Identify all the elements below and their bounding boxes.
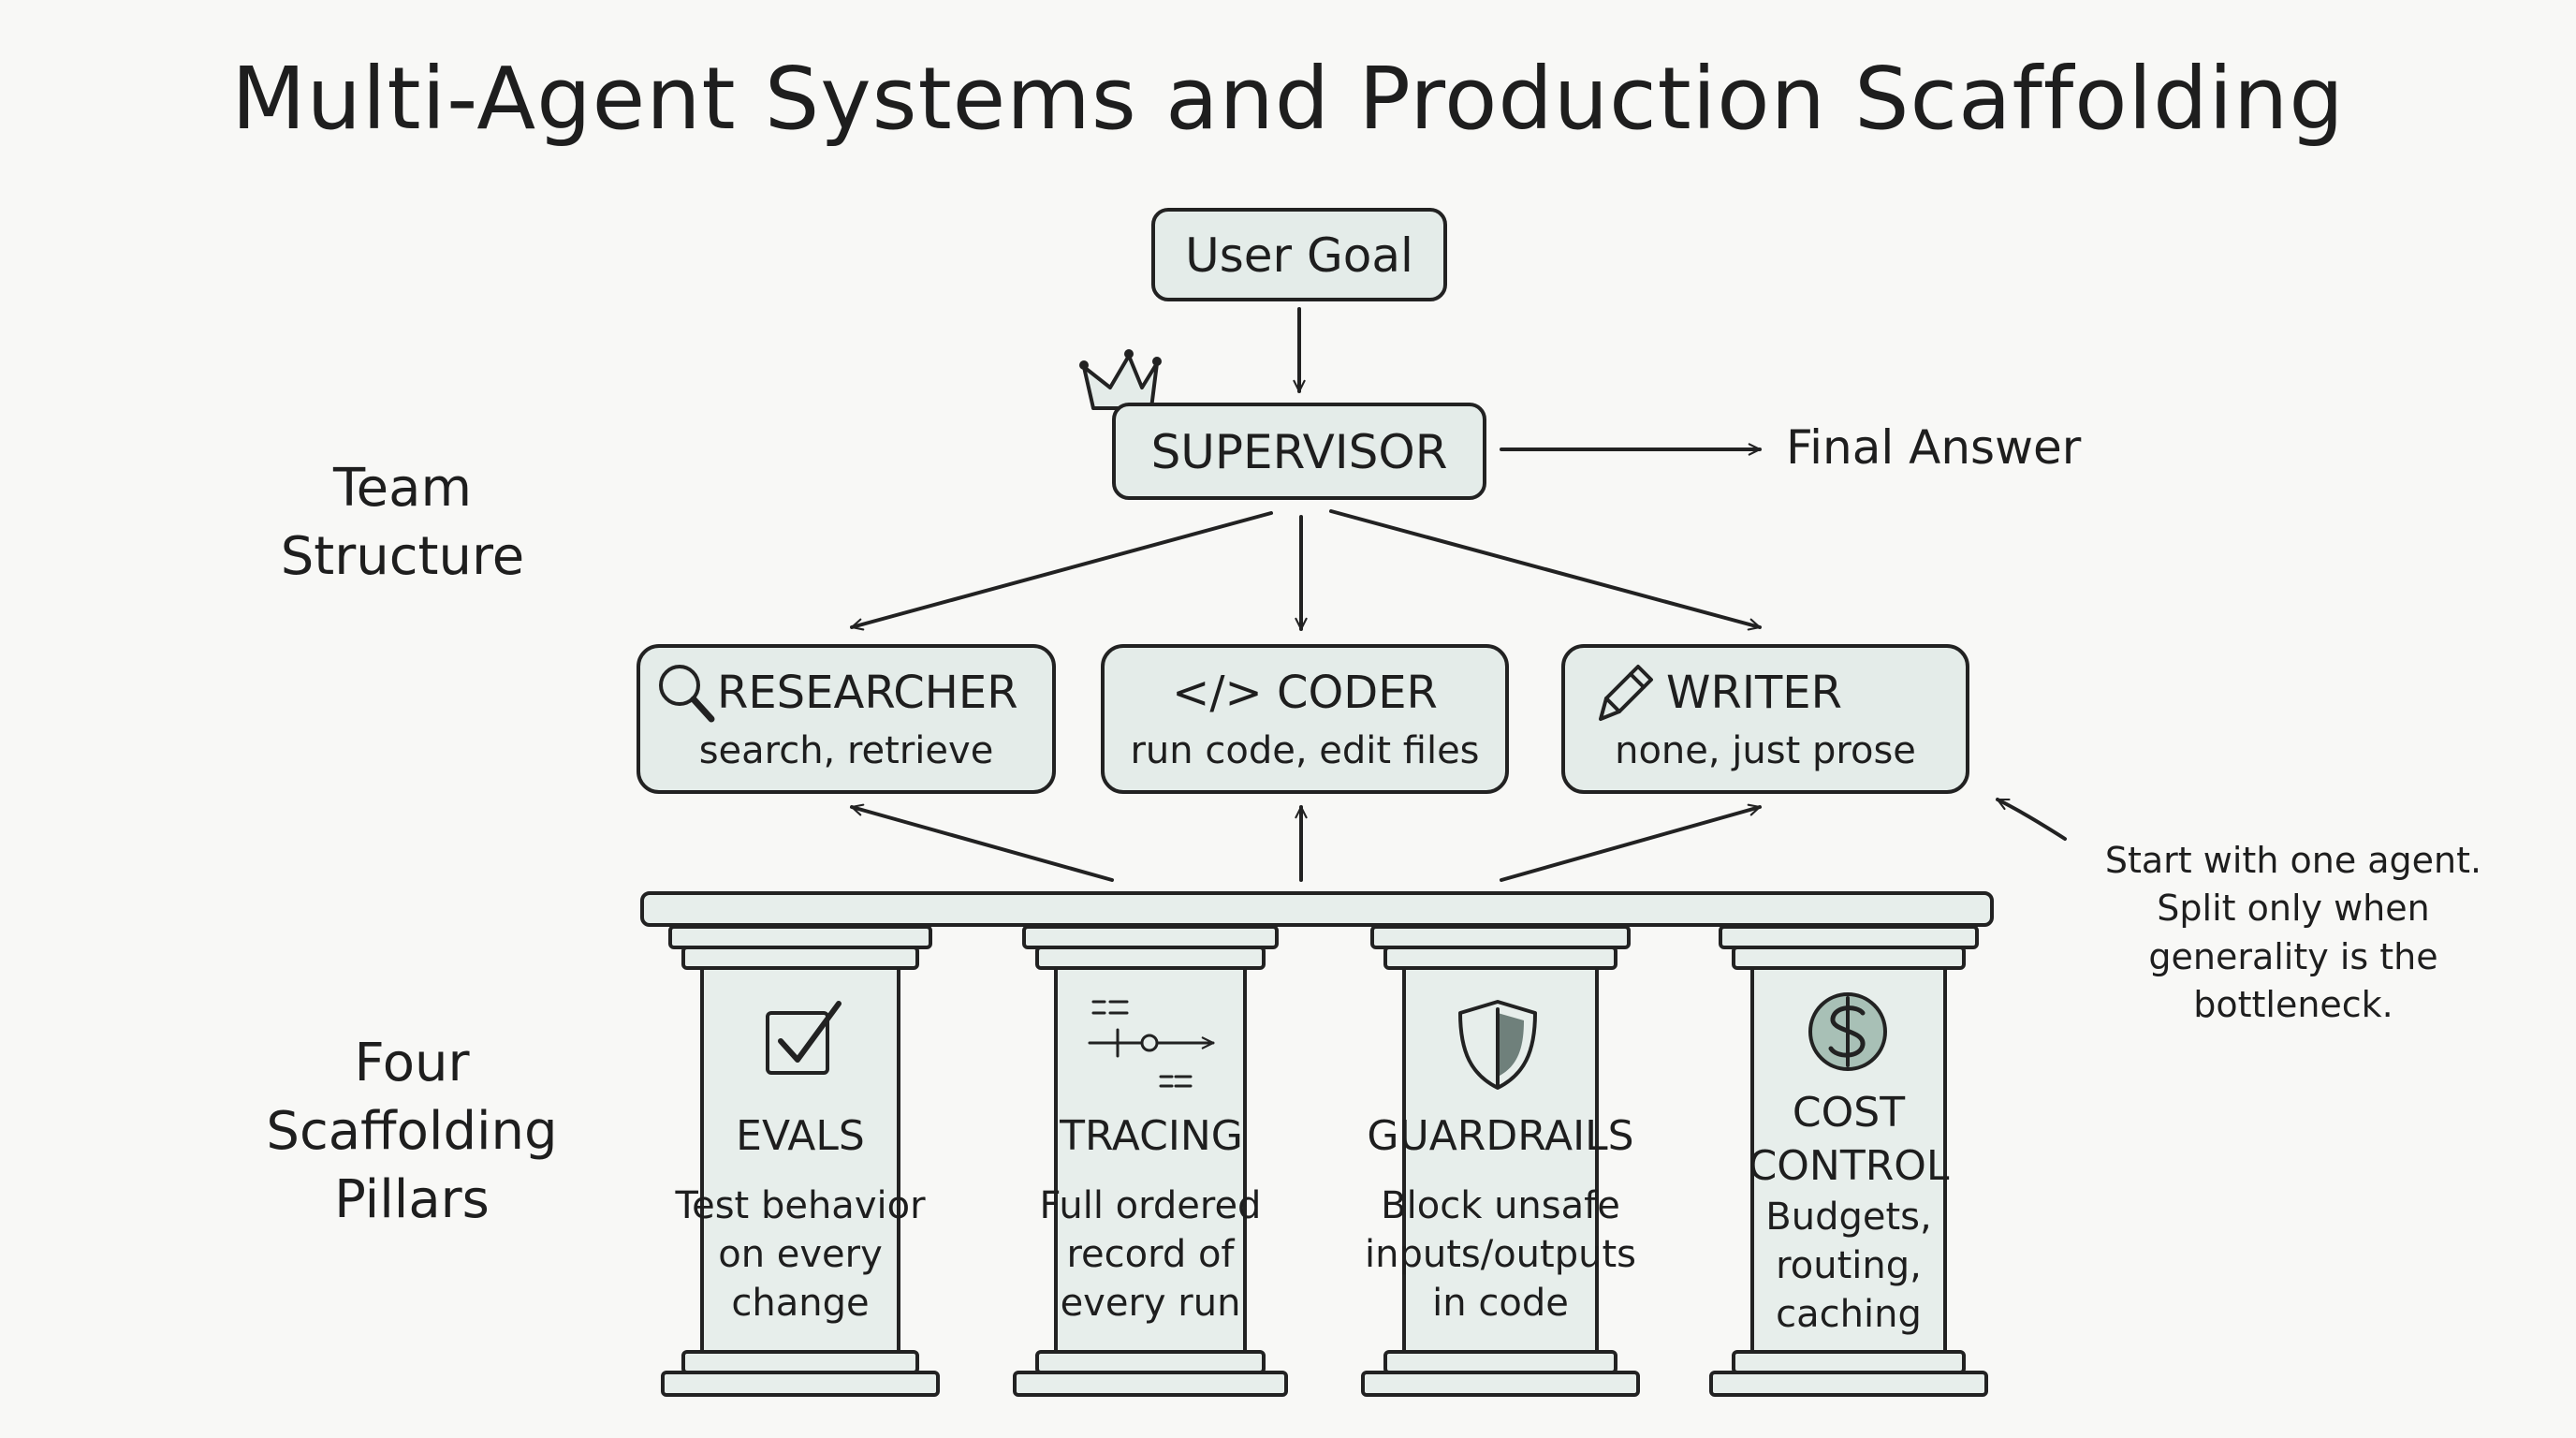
pillars-platform (640, 891, 1994, 927)
arrow-supervisor-to-researcher (850, 511, 1273, 631)
evals-description: Test behavior on every change (646, 1181, 955, 1328)
page-title: Multi-Agent Systems and Production Scaff… (231, 49, 2345, 149)
arrow-platform-to-researcher (850, 803, 1114, 882)
user-goal-box (1151, 208, 1447, 301)
final-answer-label: Final Answer (1786, 420, 2082, 475)
pillar-tracing (1013, 925, 1288, 1397)
note-line2: Split only when (2157, 888, 2430, 930)
pillar-evals (661, 925, 940, 1397)
user-goal-label: User Goal (1185, 228, 1413, 283)
tracing-desc-line1: Full ordered (1039, 1184, 1262, 1227)
researcher-title: RESEARCHER (717, 667, 1018, 719)
tracing-desc-line2: record of (1066, 1233, 1235, 1276)
note-line3: generality is the (2148, 935, 2438, 977)
cost-control-desc-line1: Budgets, (1765, 1196, 1932, 1239)
guardrails-title: GUARDRAILS (1367, 1112, 1634, 1160)
guardrails-desc-line1: Block unsafe (1381, 1184, 1620, 1227)
supervisor-label: SUPERVISOR (1150, 425, 1448, 479)
researcher-box (637, 644, 1056, 794)
note-line1: Start with one agent. (2104, 840, 2482, 881)
researcher-subtitle: search, retrieve (698, 729, 994, 772)
team-structure-label: Team Structure (225, 455, 580, 592)
checkbox-icon (766, 1001, 842, 1075)
tracing-title: TRACING (1060, 1112, 1243, 1160)
dollar-icon (1808, 992, 1887, 1071)
evals-desc-line3: change (731, 1282, 870, 1325)
evals-desc-line2: on every (718, 1233, 883, 1276)
guardrails-desc-line2: inputs/outputs (1365, 1233, 1636, 1276)
pencil-icon (1599, 665, 1653, 721)
evals-desc-line1: Test behavior (675, 1184, 926, 1227)
writer-subtitle: none, just prose (1615, 729, 1916, 772)
cost-control-description: Budgets, routing, caching (1708, 1193, 1989, 1339)
team-label-line1: Team (332, 458, 472, 519)
arrow-supervisor-to-writer (1329, 509, 1762, 631)
coder-box (1101, 644, 1509, 794)
writer-box (1561, 644, 1969, 794)
tracing-desc-line3: every run (1060, 1282, 1241, 1325)
supervisor-box (1112, 403, 1486, 500)
cost-control-title: COST CONTROL (1708, 1086, 1989, 1193)
trace-icon (1088, 1000, 1215, 1088)
annotation-note: Start with one agent. Split only when ge… (2041, 837, 2546, 1029)
note-line4: bottleneck. (2193, 983, 2393, 1025)
shield-icon (1458, 1000, 1537, 1090)
arrow-platform-to-writer (1500, 803, 1762, 882)
evals-title: EVALS (736, 1112, 865, 1160)
crown-icon (1079, 349, 1162, 410)
tracing-description: Full ordered record of every run (996, 1181, 1305, 1328)
guardrails-desc-line3: in code (1432, 1282, 1569, 1325)
cost-control-desc-line2: routing, (1776, 1244, 1922, 1287)
pillars-label-line1: Four (354, 1033, 470, 1093)
writer-title: WRITER (1666, 667, 1842, 719)
coder-title: </> CODER (1172, 667, 1438, 719)
magnifier-icon (659, 665, 715, 723)
coder-subtitle: run code, edit files (1130, 729, 1480, 772)
guardrails-description: Block unsafe inputs/outputs in code (1337, 1181, 1664, 1328)
cost-control-desc-line3: caching (1776, 1293, 1922, 1336)
cost-control-title-line1: COST (1792, 1089, 1906, 1137)
pillars-label-line2: Scaffolding (266, 1100, 558, 1162)
cost-control-title-line2: CONTROL (1748, 1142, 1950, 1191)
note-arrow (1996, 798, 2067, 841)
pillars-label-line3: Pillars (334, 1168, 490, 1230)
team-label-line2: Structure (280, 525, 525, 587)
scaffolding-pillars-label: Four Scaffolding Pillars (225, 1030, 599, 1234)
